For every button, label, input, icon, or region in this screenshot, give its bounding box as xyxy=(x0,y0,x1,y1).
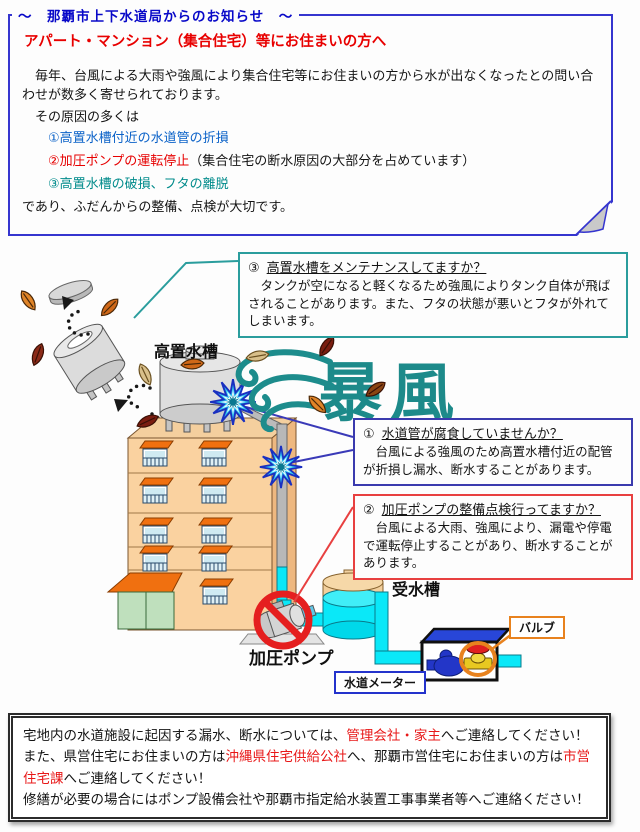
page-title: ～ 那覇市上下水道局からのお知らせ ～ xyxy=(12,5,300,25)
service-pipe xyxy=(496,654,522,668)
audience-heading: アパート・マンション（集合住宅）等にお住まいの方へ xyxy=(24,34,387,50)
water-meter-label: 水道メーター xyxy=(334,671,427,694)
receiving-tank-icon xyxy=(322,569,384,640)
receiving-tank-label: 受水槽 xyxy=(392,582,441,599)
storm-gust-icon xyxy=(235,349,335,433)
callout-body: タンクが空になると軽くなるため強風によりタンク自体が飛ばされることがあります。ま… xyxy=(248,279,611,329)
valve-highlight-ring xyxy=(459,641,497,677)
entrance-roof xyxy=(106,572,183,593)
callout-body: 台風による強風のため高置水槽付近の配管が折損し漏水、断水することがあります。 xyxy=(363,445,613,477)
callout-body: 台風による大雨、強風により、漏電や停電で運転停止することがあり、断水することがあ… xyxy=(363,521,613,571)
callout-pump-connector-line xyxy=(293,506,354,603)
contact-info-box: 宅地内の水道施設に起因する漏水、断水については、管理会社・家主へご連絡してくださ… xyxy=(8,713,611,823)
callout-tank-connector-line xyxy=(133,260,239,319)
pressure-pump-label: 加圧ポンプ xyxy=(249,649,334,668)
no-entry-icon xyxy=(253,590,313,650)
flying-lid-icon xyxy=(48,279,94,305)
conclusion-text: であり、ふだんからの整備、点検が大切です。 xyxy=(22,198,294,214)
wind-arrowhead-icon xyxy=(62,296,74,310)
valve-icon xyxy=(463,644,493,670)
causes-lead: その原因の多くは xyxy=(35,108,140,124)
intro-paragraph: 毎年、台風による大雨や強風により集合住宅等にお住まいの方から水が出なくなったとの… xyxy=(22,67,594,103)
down-pipe-gray xyxy=(276,423,288,568)
cause-item-pump: ②加圧ポンプの運転停止（集合住宅の断水原因の大部分を占めています） xyxy=(48,153,476,169)
contact-line-1: 宅地内の水道施設に起因する漏水、断水については、管理会社・家主へご連絡してくださ… xyxy=(23,728,589,743)
flying-tank-icon xyxy=(53,323,126,401)
valve-label: バルブ xyxy=(509,616,566,639)
intro-box: アパート・マンション（集合住宅）等にお住まいの方へ 毎年、台風による大雨や強風に… xyxy=(8,14,613,236)
callout-pipe-connector-line xyxy=(245,406,354,438)
contact-line-2: また、県営住宅にお住まいの方は沖縄県住宅供給公社へ、那覇市営住宅にお住まいの方は… xyxy=(23,749,590,786)
storm-text: 暴風 xyxy=(318,357,462,429)
water-meter-icon xyxy=(419,627,512,682)
cause-item-pipe: ①高置水槽付近の水道管の折損 xyxy=(48,130,229,146)
page-fold-corner-icon xyxy=(575,200,613,236)
contact-line-3: 修繕が必要の場合にはポンプ設備会社や那覇市指定給水装置工事事業者等へご連絡くださ… xyxy=(23,791,590,807)
cause-item-tank: ③高置水槽の破損、フタの離脱 xyxy=(48,175,229,191)
callout-pipe-connector-line xyxy=(283,449,354,465)
valve-label-connector xyxy=(491,633,513,650)
wind-arrowhead-icon xyxy=(114,399,128,412)
elevated-tank-label: 高置水槽 xyxy=(154,344,219,361)
